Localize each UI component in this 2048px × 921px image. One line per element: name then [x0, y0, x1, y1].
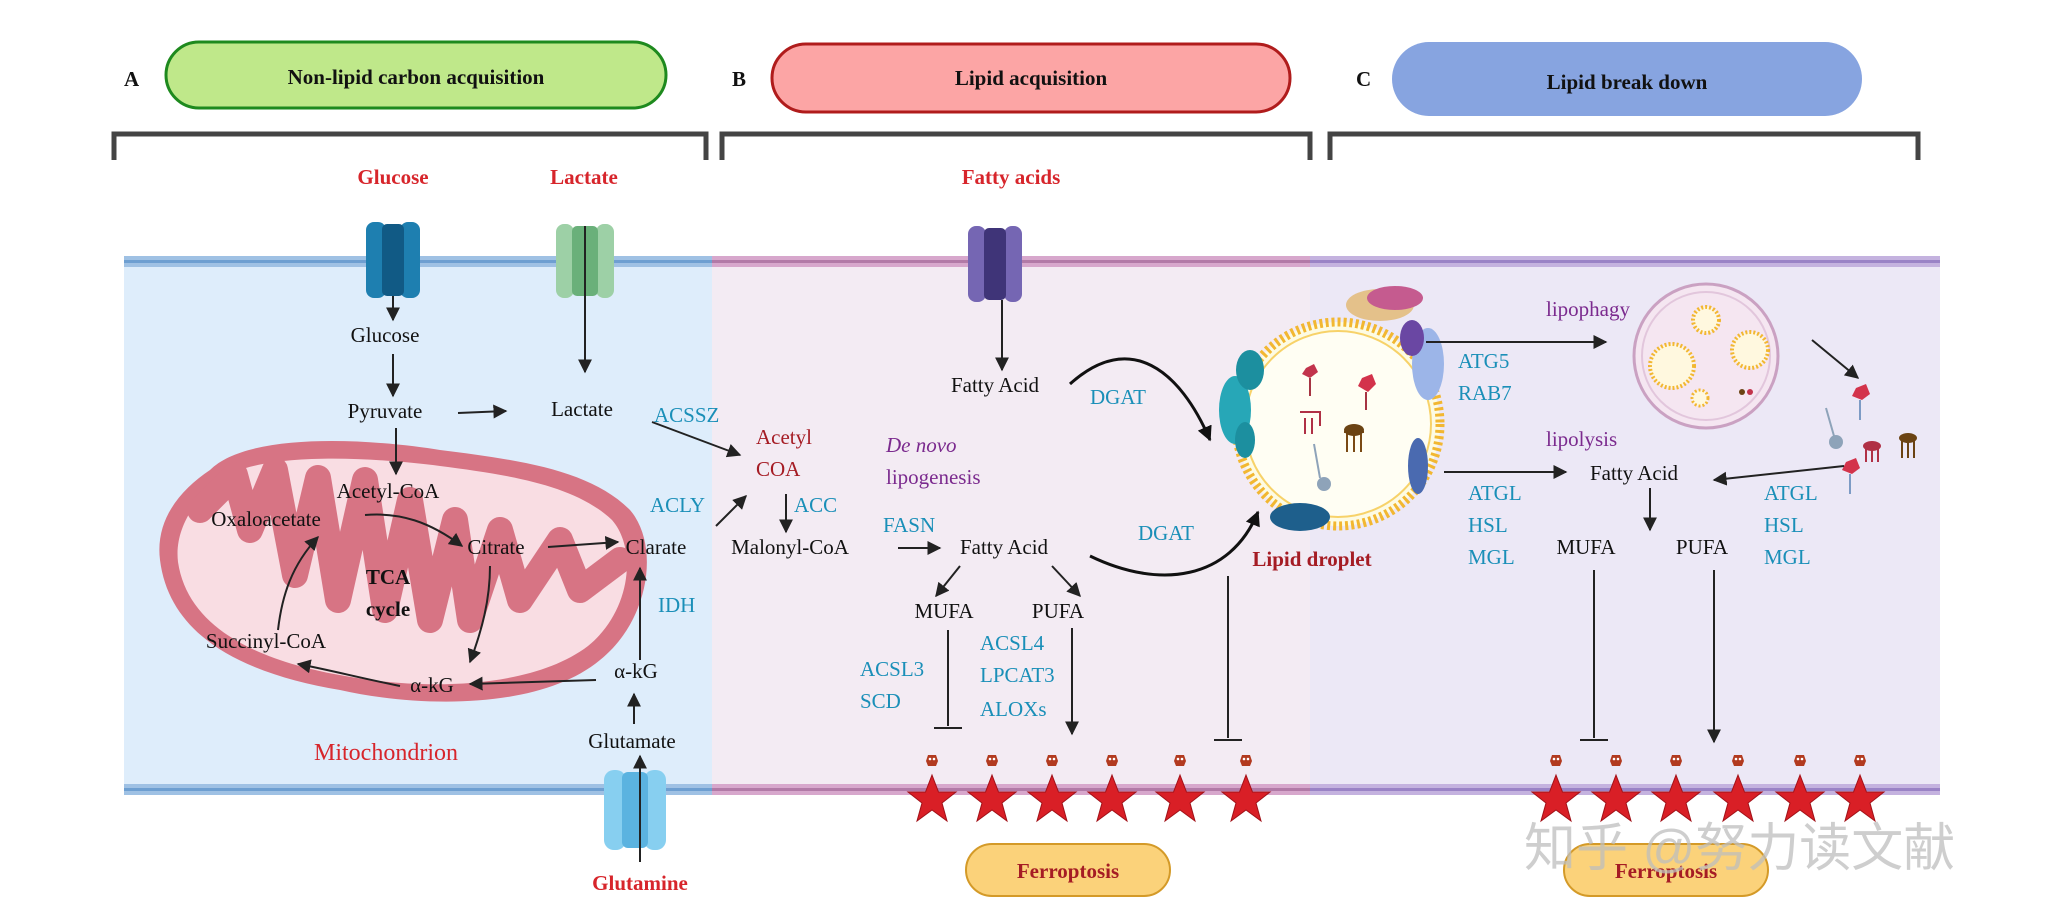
released-lipids [1825, 384, 1917, 494]
metabolite-fatty-acid-b-top: Fatty Acid [951, 373, 1040, 397]
panel-c-letter: C [1356, 67, 1371, 91]
process-lipogenesis: lipogenesis [886, 465, 981, 489]
input-glucose-label: Glucose [357, 165, 428, 189]
panel-b-header: B Lipid acquisition [732, 42, 1292, 114]
metabolite-lactate: Lactate [551, 397, 613, 421]
enzyme-idh: IDH [658, 593, 695, 617]
panel-c-header: C Lipid break down [1356, 42, 1862, 116]
panel-c-texts: lipophagy lipolysis ATG5 RAB7 ATGL HSL M… [1458, 297, 1818, 569]
tca-label-line1: TCA [366, 565, 411, 589]
lipid-droplet: Lipid droplet [1219, 286, 1445, 571]
metabolite-akg-cyto: α-kG [614, 659, 658, 683]
enzyme-atgl-left: ATGL [1468, 481, 1522, 505]
enzyme-mgl-right: MGL [1764, 545, 1811, 569]
metabolite-malonyl-coa: Malonyl-CoA [731, 535, 850, 559]
cell-region-b [712, 262, 1310, 792]
bracket-b [719, 131, 1313, 160]
enzyme-rab7: RAB7 [1458, 381, 1512, 405]
enzyme-dgat-bottom: DGAT [1138, 521, 1194, 545]
mitochondrion-label: Mitochondrion [314, 740, 458, 766]
panel-a-letter: A [124, 67, 140, 91]
metabolite-pyruvate: Pyruvate [348, 399, 423, 423]
metabolite-acetyl: Acetyl [756, 425, 812, 449]
enzyme-aloxs: ALOXs [980, 697, 1047, 721]
panel-a-pill [164, 40, 668, 110]
autolysosome [1632, 282, 1780, 430]
metabolite-mufa-c: MUFA [1556, 535, 1616, 559]
metabolite-fatty-acid-c: Fatty Acid [1590, 461, 1679, 485]
lipid-droplet-label: Lipid droplet [1252, 547, 1371, 571]
watermark: 知乎 @努力读文献 [1524, 820, 1955, 878]
input-fatty-acids-label: Fatty acids [962, 165, 1061, 189]
glutamine-transporter [604, 770, 666, 850]
process-lipophagy: lipophagy [1546, 297, 1630, 321]
metabolite-succinyl-coa: Succinyl-CoA [206, 629, 327, 653]
metabolite-mufa-b: MUFA [914, 599, 974, 623]
panel-a-arrows [277, 226, 747, 862]
ferroptosis-label-c: Ferroptosis [1615, 859, 1717, 883]
metabolite-fatty-acid-b: Fatty Acid [960, 535, 1049, 559]
panel-b-enzymes: ACC FASN DGAT DGAT ACSL3 SCD ACSL4 LPCAT… [794, 385, 1194, 721]
enzyme-atg5: ATG5 [1458, 349, 1509, 373]
panel-a-header: A Non-lipid carbon acquisition [124, 40, 668, 110]
enzyme-atgl-right: ATGL [1764, 481, 1818, 505]
enzyme-acsl3: ACSL3 [860, 657, 924, 681]
ferroptosis-label-b: Ferroptosis [1017, 859, 1119, 883]
process-de-novo: De novo [885, 433, 957, 457]
panel-a-enzymes: ACSSZ ACLY IDH [650, 403, 719, 617]
enzyme-hsl-left: HSL [1468, 513, 1508, 537]
metabolite-coa: COA [756, 457, 801, 481]
panel-b-letter: B [732, 67, 746, 91]
panel-c-pill [1392, 42, 1862, 116]
input-glutamine-label: Glutamine [592, 871, 688, 895]
glucose-transporter [366, 222, 420, 298]
panel-b-metabolites: Acetyl COA Malonyl-CoA Fatty Acid Fatty … [731, 373, 1085, 623]
metabolite-glutamate: Glutamate [588, 729, 675, 753]
metabolite-citrate-cyto: Clarate [626, 535, 687, 559]
panel-b-pill [770, 42, 1292, 114]
metabolite-citrate-mito: Citrate [467, 535, 524, 559]
panel-a-metabolites: Glucose Pyruvate Lactate Acetyl-CoA Oxal… [206, 323, 686, 766]
enzyme-dgat-top: DGAT [1090, 385, 1146, 409]
enzyme-scd: SCD [860, 689, 901, 713]
enzyme-lpcat3: LPCAT3 [980, 663, 1055, 687]
enzyme-hsl-right: HSL [1764, 513, 1804, 537]
enzyme-acly: ACLY [650, 493, 705, 517]
panel-a-title: Non-lipid carbon acquisition [288, 65, 545, 89]
panel-c-title: Lipid break down [1547, 70, 1708, 94]
ferroptosis-pill-c: Ferroptosis [1563, 843, 1769, 897]
panel-b-title: Lipid acquisition [955, 66, 1108, 90]
fatty-acid-transporter [968, 226, 1022, 302]
bracket-c [1327, 131, 1921, 160]
ferroptosis-pill-b: Ferroptosis [965, 843, 1171, 897]
enzyme-fasn: FASN [883, 513, 935, 537]
metabolite-oxaloacetate: Oxaloacetate [211, 507, 321, 531]
bracket-a [111, 131, 709, 160]
mitochondrion [159, 441, 647, 702]
metabolite-glucose: Glucose [351, 323, 420, 347]
panel-brackets [111, 131, 1921, 160]
panel-c-arrows [1426, 335, 1860, 744]
panel-b-arrows [779, 300, 1242, 741]
enzyme-acc: ACC [794, 493, 837, 517]
metabolite-akg-mito: α-kG [410, 673, 454, 697]
metabolite-acetyl-coa: Acetyl-CoA [337, 479, 440, 503]
metabolite-pufa-b: PUFA [1032, 599, 1085, 623]
input-lactate-label: Lactate [550, 165, 618, 189]
panel-b-bold-arrows [1068, 357, 1260, 577]
tca-label-line2: cycle [366, 597, 410, 621]
enzyme-acsl4: ACSL4 [980, 631, 1045, 655]
enzyme-mgl-left: MGL [1468, 545, 1515, 569]
metabolite-pufa-c: PUFA [1676, 535, 1729, 559]
process-lipolysis: lipolysis [1546, 427, 1617, 451]
enzyme-acssz: ACSSZ [654, 403, 719, 427]
